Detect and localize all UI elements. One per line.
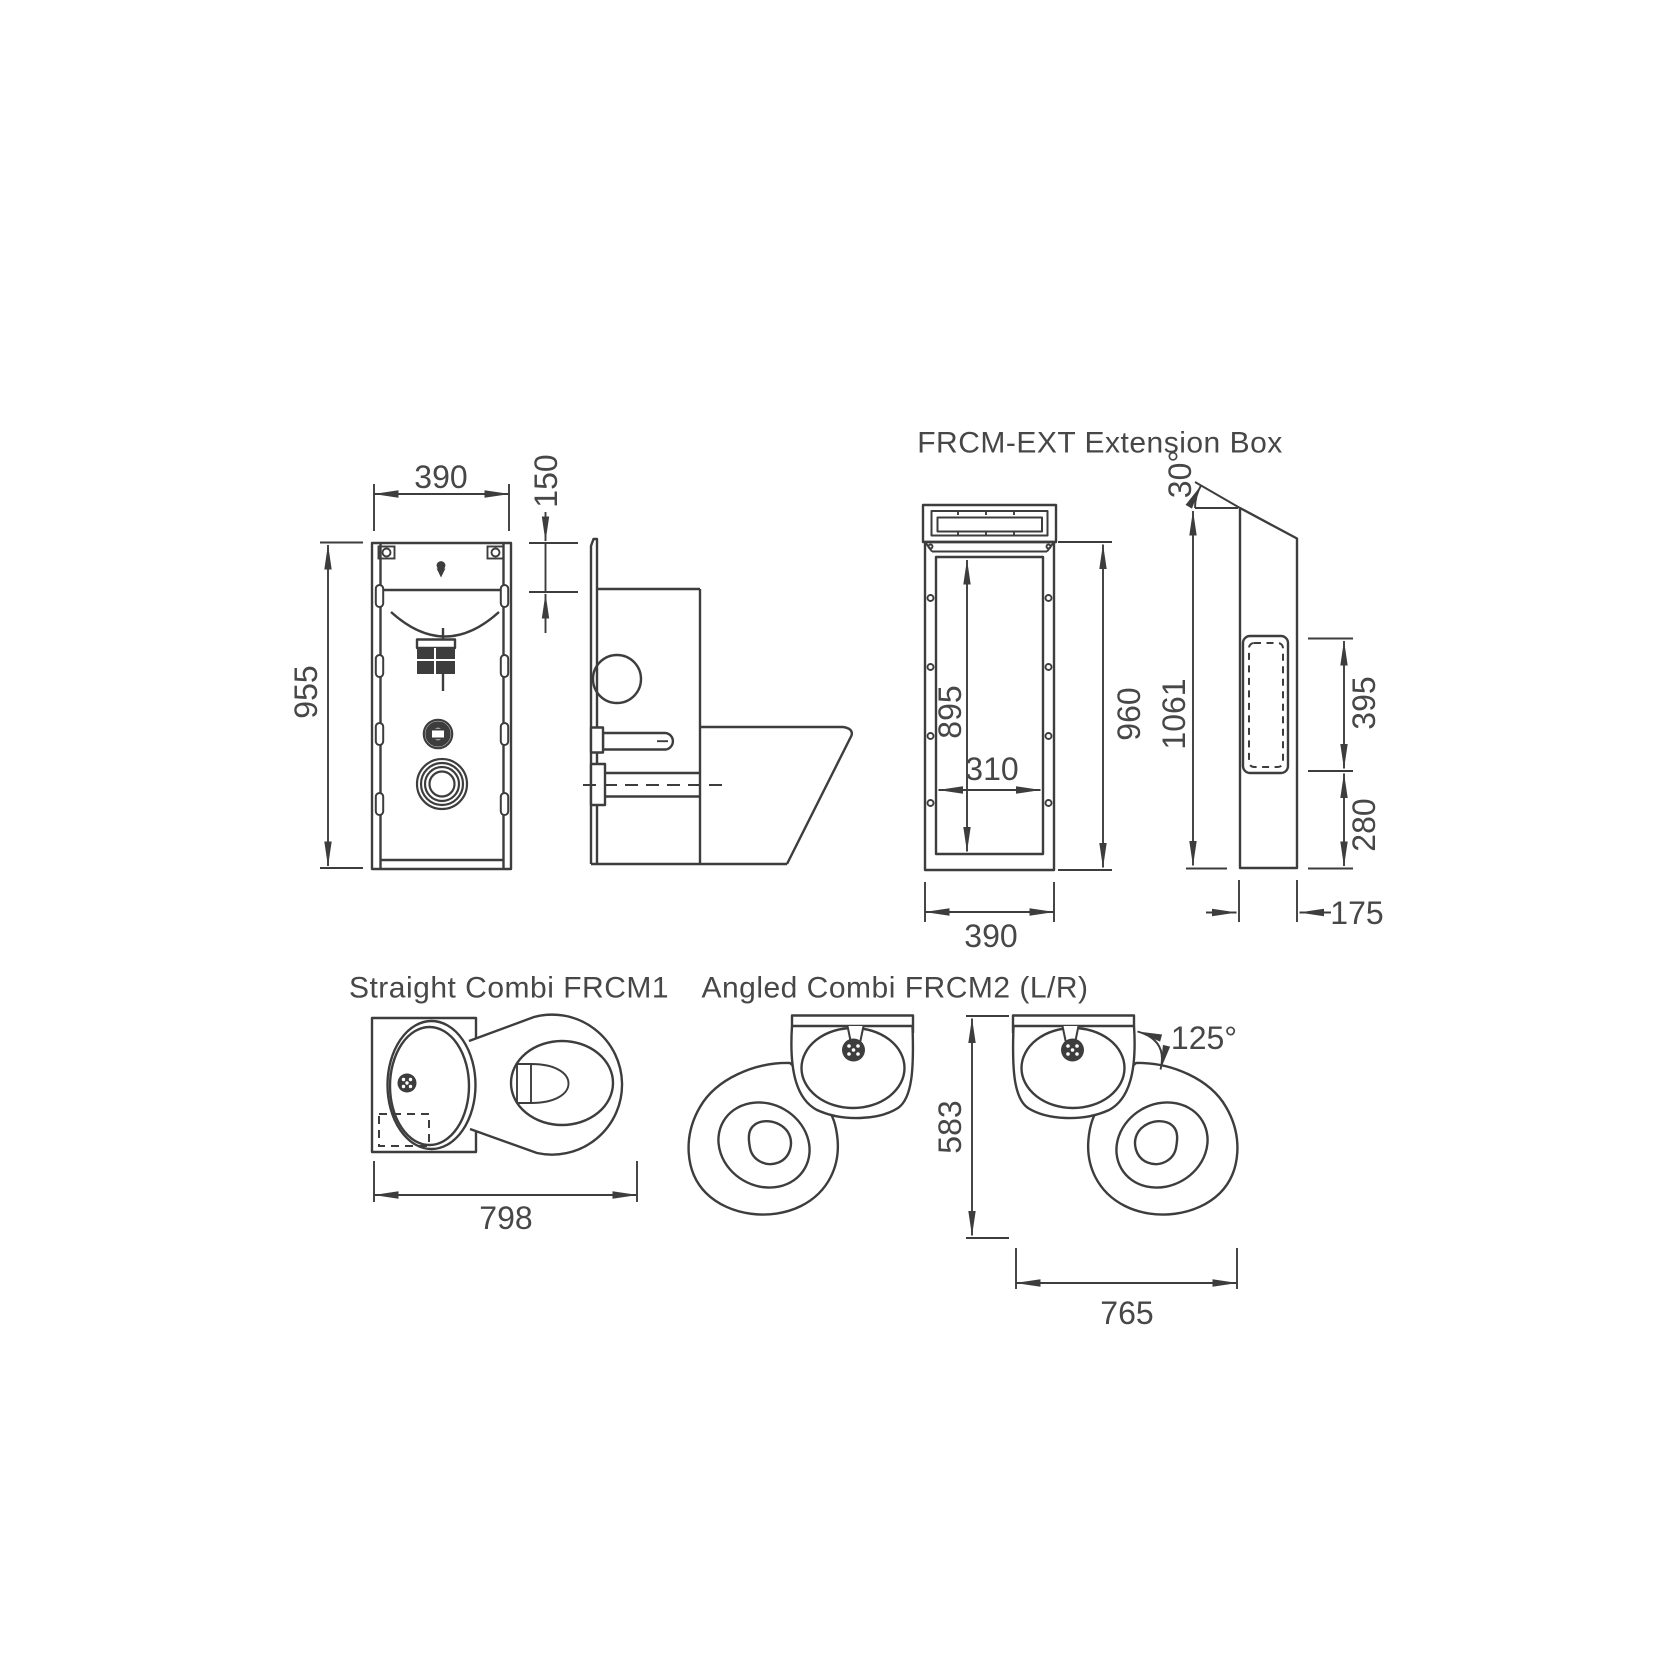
waste-fitting <box>415 628 457 691</box>
pan-outline <box>468 1013 624 1156</box>
service-access-dashed <box>378 1113 430 1147</box>
recess-dashed <box>1248 642 1284 768</box>
angled-combi-left <box>687 1014 915 1216</box>
pan-rim <box>509 1039 615 1127</box>
front-view: 390 150 955 <box>288 454 578 871</box>
dim-front-width: 390 <box>373 459 510 531</box>
basin-back-rail <box>790 1014 915 1028</box>
waste-outlet <box>415 757 469 811</box>
pipe-hole <box>591 653 643 705</box>
dim-angled-length-label: 765 <box>1100 1295 1153 1331</box>
dim-recess-bottom: 280 <box>1308 773 1382 870</box>
dim-front-width-label: 390 <box>414 459 467 495</box>
dim-ext-width-label: 390 <box>964 918 1017 954</box>
dim-ext-width: 390 <box>924 882 1055 954</box>
basin-surround <box>790 1025 915 1120</box>
fixing-plate-left <box>377 545 396 560</box>
dim-ext-height-label: 960 <box>1111 687 1147 740</box>
dim-basin-angle-label: 125° <box>1171 1020 1237 1056</box>
dim-recess-height: 395 <box>1308 637 1382 772</box>
dim-ext-inner-width-label: 310 <box>965 751 1018 787</box>
straight-combi-title: Straight Combi FRCM1 <box>349 972 669 1005</box>
pan-profile <box>700 725 854 865</box>
extension-front-view: 895 310 960 390 <box>921 503 1147 954</box>
dim-front-height: 955 <box>288 541 363 869</box>
basin-inner <box>388 1025 471 1147</box>
dim-basin-offset-label: 150 <box>528 454 564 507</box>
dim-ext-height: 960 <box>1058 541 1147 871</box>
dim-basin-angle: 125° <box>1137 1020 1237 1070</box>
dim-top-angle-label: 30° <box>1162 450 1198 498</box>
dim-straight-length: 798 <box>373 1161 638 1236</box>
keyhole-icon <box>436 561 446 578</box>
dim-depth-label: 175 <box>1330 895 1383 931</box>
basin-arc <box>390 611 500 638</box>
dim-side-height: 1061 <box>1156 510 1227 870</box>
dim-basin-offset: 150 <box>528 454 578 633</box>
flush-spigot <box>589 726 675 754</box>
pan-trap <box>747 1120 793 1166</box>
dim-ext-inner-height: 895 <box>932 559 971 852</box>
side-view <box>583 537 854 866</box>
dim-angled-depth: 583 <box>932 1015 1009 1239</box>
extension-box-title: FRCM-EXT Extension Box <box>917 427 1283 460</box>
angled-combi-view: Angled Combi FRCM2 (L/R) <box>687 972 1239 1331</box>
outlet-pipe <box>583 762 722 807</box>
dim-recess-bottom-label: 280 <box>1346 798 1382 851</box>
dim-depth: 175 <box>1206 880 1384 931</box>
dim-top-angle: 30° <box>1162 450 1241 509</box>
recess-outline <box>1241 634 1290 775</box>
dim-angled-length: 765 <box>1015 1248 1238 1331</box>
fixing-plate-right <box>486 545 505 560</box>
angled-combi-title: Angled Combi FRCM2 (L/R) <box>701 972 1088 1005</box>
extension-side-view: 30° 1061 395 280 175 <box>1156 450 1384 931</box>
frame-holes <box>926 594 1053 807</box>
dim-straight-length-label: 798 <box>479 1200 532 1236</box>
dim-front-height-label: 955 <box>288 665 324 718</box>
pan-rim <box>717 1101 811 1189</box>
dim-ext-inner-height-label: 895 <box>932 685 968 738</box>
basin-drain <box>842 1038 865 1062</box>
dim-ext-inner-width: 310 <box>938 751 1041 794</box>
mounting-slots <box>374 584 510 816</box>
flush-button <box>422 718 454 750</box>
dim-angled-depth-label: 583 <box>932 1100 968 1153</box>
dim-side-height-label: 1061 <box>1156 678 1192 749</box>
flush-spout <box>516 1063 570 1104</box>
basin-drain <box>397 1073 417 1093</box>
straight-combi-view: Straight Combi FRCM1 798 <box>349 972 669 1237</box>
dim-recess-height-label: 395 <box>1346 676 1382 729</box>
